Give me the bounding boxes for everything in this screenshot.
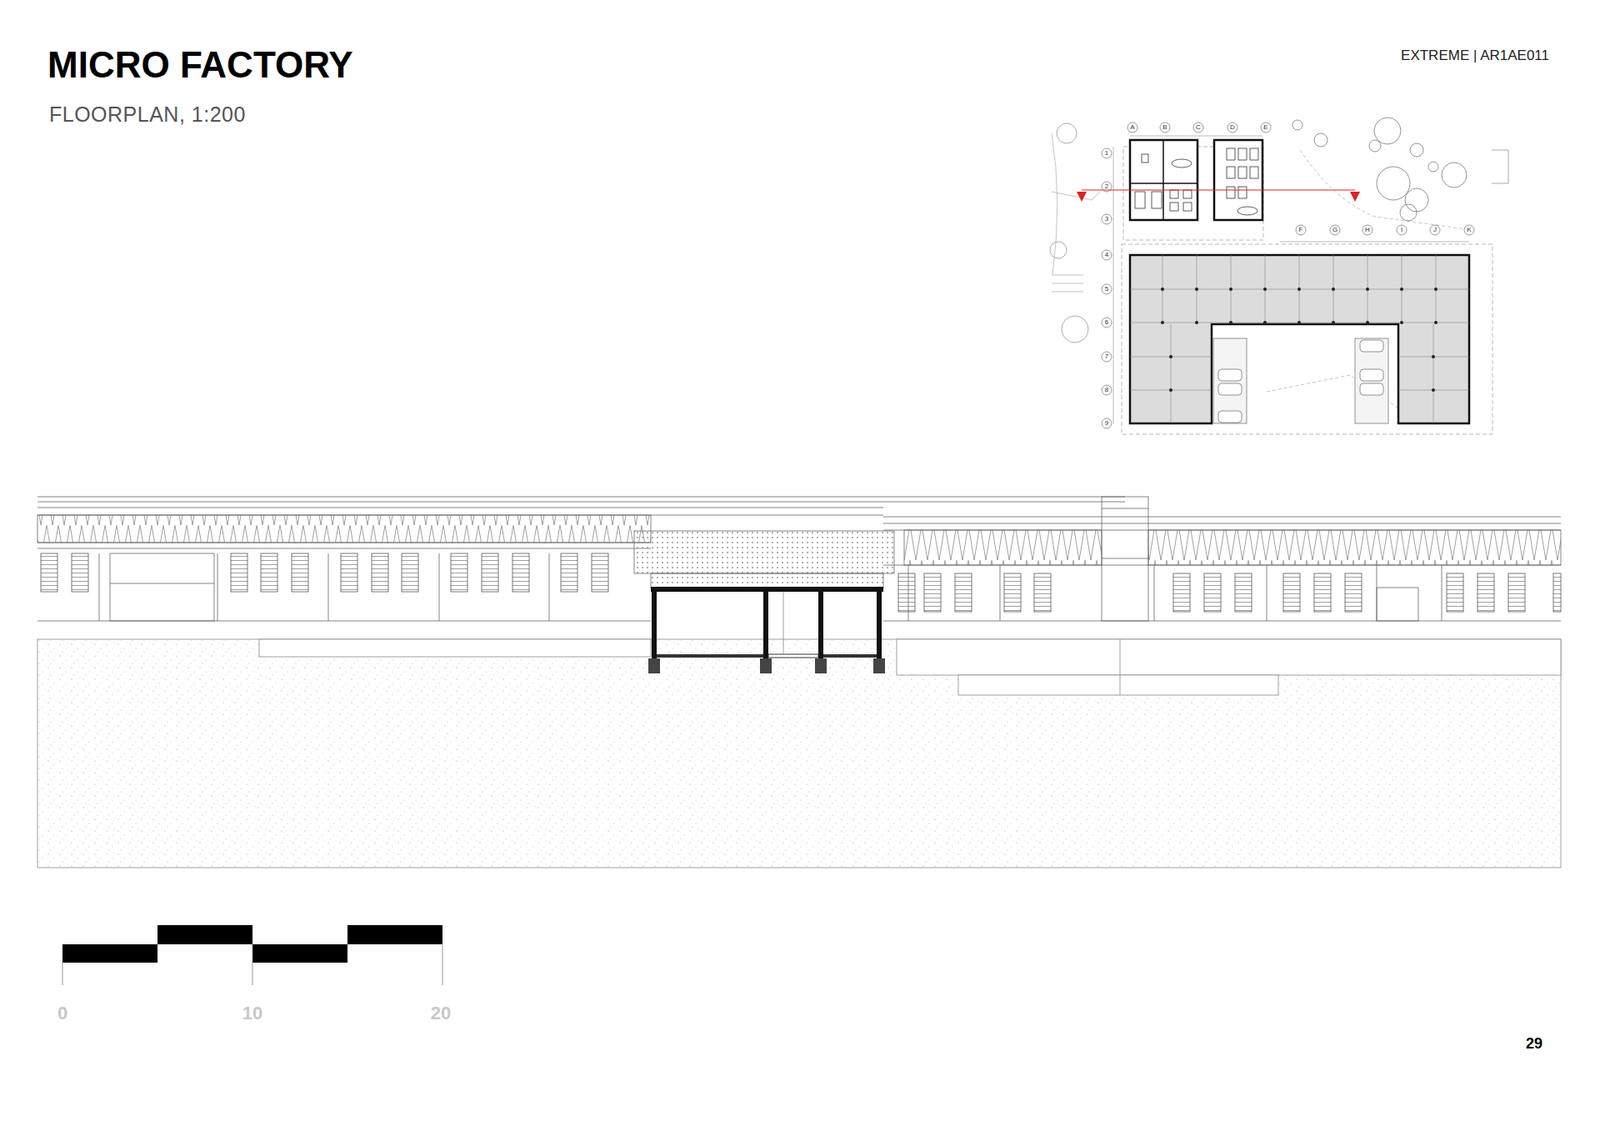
scale-number: 20 [430, 1004, 451, 1023]
grid-letter: C [1195, 124, 1201, 131]
grid-number: 8 [1105, 386, 1109, 394]
grid-number: 1 [1105, 150, 1109, 157]
grid-number: 5 [1105, 285, 1109, 293]
ground [37, 639, 1561, 868]
grid-letter: K [1466, 226, 1471, 234]
scale-number: 10 [242, 1004, 263, 1023]
key-plan [1050, 117, 1509, 435]
grid-letter: D [1230, 124, 1235, 131]
grid-letter: E [1263, 124, 1268, 131]
grid-letter: B [1162, 124, 1167, 131]
course-code: EXTREME | AR1AE011 [1400, 48, 1550, 63]
grid-letter: I [1400, 226, 1403, 234]
grid-letter: H [1365, 226, 1370, 234]
grid-number: 6 [1105, 319, 1109, 326]
grid-letter: A [1130, 124, 1135, 131]
section-building [634, 530, 895, 674]
grid-letter: G [1332, 226, 1338, 234]
elevation [37, 496, 1561, 621]
drawing-subtitle: FLOORPLAN, 1:200 [49, 104, 246, 125]
grid-number: 7 [1105, 353, 1109, 360]
page-title: MICRO FACTORY [47, 46, 354, 84]
scale-bar [62, 925, 443, 985]
grid-number: 2 [1105, 183, 1109, 190]
scale-number: 0 [57, 1004, 68, 1023]
grid-letter: J [1433, 226, 1437, 234]
grid-letter: F [1299, 226, 1304, 234]
grid-number: 9 [1105, 420, 1109, 427]
page-number: 29 [1525, 1035, 1543, 1051]
grid-number: 3 [1105, 215, 1109, 223]
grid-number: 4 [1105, 251, 1109, 259]
